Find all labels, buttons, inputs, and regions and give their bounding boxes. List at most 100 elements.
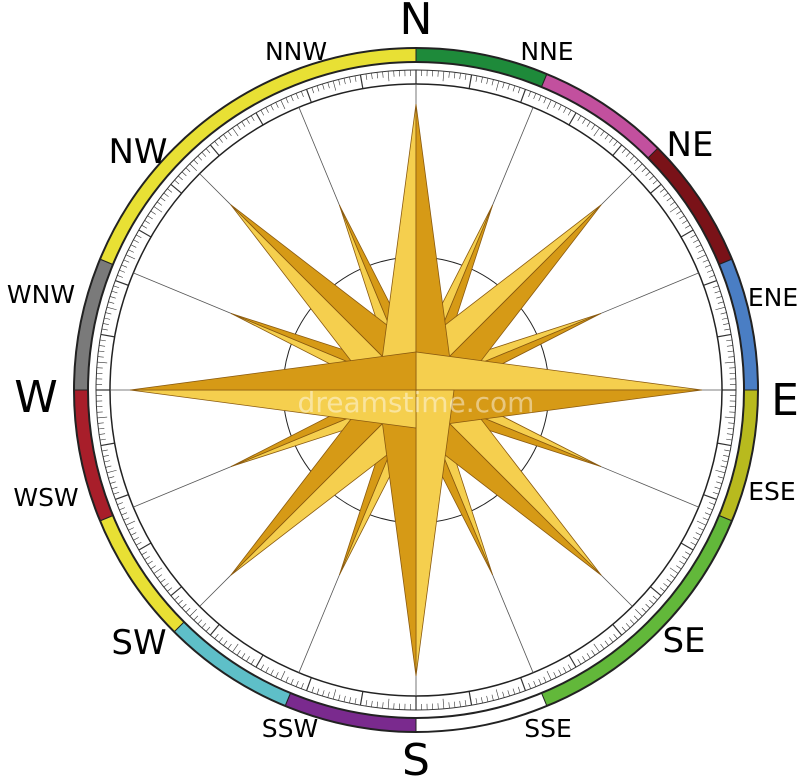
degree-tick — [714, 486, 721, 490]
degree-tick — [167, 188, 173, 193]
label-ssw: SSW — [262, 714, 318, 743]
degree-tick — [533, 93, 537, 99]
degree-tick — [459, 700, 461, 707]
degree-tick — [101, 328, 108, 331]
degree-tick — [117, 275, 123, 278]
degree-tick — [332, 689, 337, 700]
degree-tick — [726, 433, 733, 435]
degree-tick — [703, 494, 717, 501]
degree-tick — [189, 163, 198, 172]
degree-tick — [97, 356, 104, 358]
degree-tick — [201, 623, 207, 629]
star-point-shade — [129, 351, 417, 391]
degree-tick — [690, 541, 697, 546]
degree-tick — [285, 676, 289, 683]
degree-tick — [119, 269, 125, 273]
degree-tick — [652, 179, 658, 185]
degree-tick — [177, 175, 183, 181]
degree-tick — [109, 481, 116, 484]
degree-tick — [193, 159, 199, 165]
degree-tick — [723, 454, 730, 457]
degree-tick — [633, 615, 639, 621]
degree-tick — [659, 188, 665, 193]
degree-tick — [645, 603, 651, 609]
degree-tick — [111, 290, 118, 294]
degree-tick — [214, 141, 219, 147]
degree-tick — [97, 422, 104, 424]
degree-tick — [128, 249, 134, 253]
degree-tick — [652, 595, 658, 601]
label-ne: NE — [667, 125, 714, 165]
degree-tick — [301, 91, 304, 97]
degree-tick — [715, 306, 726, 311]
degree-tick — [316, 85, 320, 92]
degree-tick — [684, 551, 691, 556]
degree-tick — [108, 476, 115, 479]
degree-tick — [680, 229, 694, 238]
degree-tick — [495, 689, 500, 700]
degree-tick — [680, 542, 694, 551]
degree-tick — [459, 73, 461, 80]
degree-tick — [123, 517, 130, 521]
degree-tick — [577, 115, 582, 122]
label-nnw: NNW — [265, 37, 327, 66]
degree-tick — [316, 688, 320, 695]
degree-tick — [382, 702, 384, 709]
degree-tick — [181, 171, 187, 177]
degree-tick — [586, 121, 591, 127]
degree-tick — [727, 427, 734, 430]
degree-tick — [512, 85, 516, 92]
label-n: N — [400, 0, 433, 45]
degree-tick — [174, 595, 180, 601]
degree-tick — [613, 141, 618, 147]
degree-tick — [97, 416, 108, 419]
degree-tick — [241, 121, 246, 127]
degree-tick — [641, 607, 647, 613]
degree-tick — [185, 607, 191, 613]
degree-tick — [517, 686, 521, 693]
label-sse: SSE — [524, 714, 572, 743]
degree-tick — [181, 603, 187, 609]
label-sw: SW — [111, 623, 166, 663]
degree-tick — [679, 560, 685, 565]
degree-tick — [563, 667, 567, 673]
degree-tick — [354, 75, 357, 82]
degree-tick — [102, 323, 109, 326]
degree-tick — [113, 491, 120, 495]
degree-tick — [156, 574, 163, 579]
degree-tick — [533, 681, 537, 687]
degree-tick — [442, 698, 445, 709]
degree-tick — [629, 619, 635, 625]
degree-tick — [349, 76, 352, 83]
degree-tick — [141, 224, 148, 229]
degree-tick — [209, 144, 220, 156]
degree-tick — [135, 234, 142, 239]
degree-tick — [108, 301, 115, 304]
degree-tick — [475, 698, 478, 705]
degree-tick — [144, 220, 150, 224]
degree-tick — [265, 107, 269, 113]
degree-tick — [666, 197, 672, 202]
degree-tick — [567, 109, 572, 116]
degree-tick — [633, 159, 639, 165]
degree-tick — [538, 95, 542, 102]
outer-rim-outer-edge — [73, 47, 759, 733]
degree-tick — [502, 691, 505, 698]
degree-tick — [100, 442, 115, 447]
degree-tick — [528, 91, 531, 97]
degree-tick — [174, 179, 180, 185]
degree-tick — [558, 104, 562, 111]
degree-tick — [520, 677, 527, 691]
degree-tick — [255, 112, 264, 126]
degree-tick — [669, 567, 679, 574]
degree-tick — [130, 244, 137, 248]
degree-tick — [703, 279, 717, 286]
degree-tick — [185, 167, 191, 173]
degree-tick — [634, 608, 643, 617]
degree-tick — [468, 74, 473, 89]
degree-tick — [641, 167, 647, 173]
degree-tick — [121, 264, 128, 268]
degree-tick — [205, 626, 211, 632]
degree-tick — [163, 583, 169, 588]
